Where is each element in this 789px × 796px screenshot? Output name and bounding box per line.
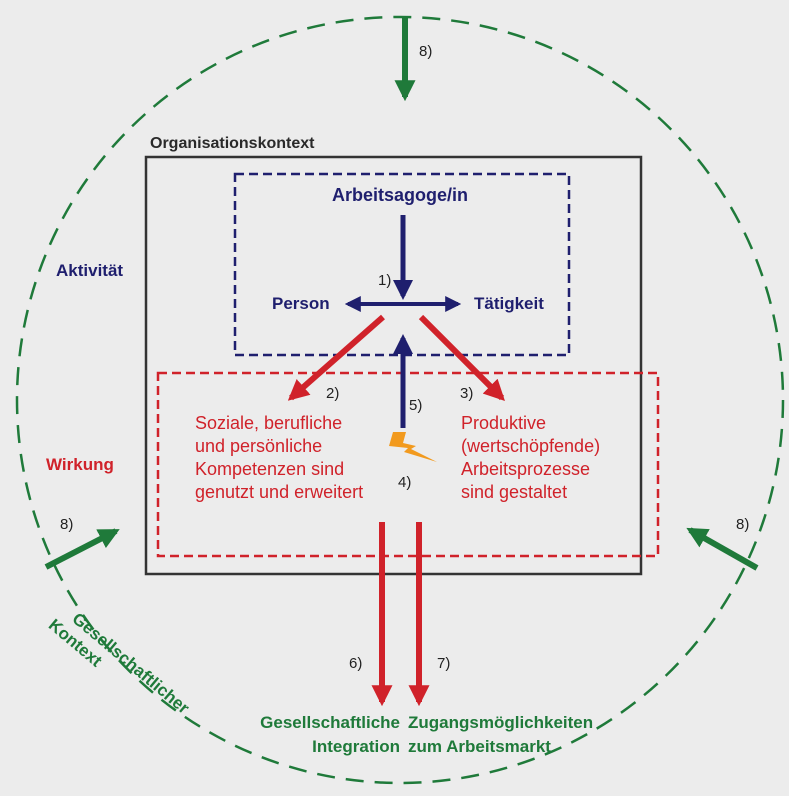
labour-market-line: zum Arbeitsmarkt <box>408 737 551 756</box>
wirkung-label: Wirkung <box>46 455 114 474</box>
effect-box <box>156 371 660 558</box>
arrow-8-left <box>44 528 120 570</box>
organisation-context-label: Organisationskontext <box>150 135 315 152</box>
label-8-top: 8) <box>419 43 433 60</box>
competences-outcome: Soziale, berufliche und persönliche Komp… <box>195 412 363 504</box>
workprocesses-line: sind gestaltet <box>461 482 568 502</box>
arrow-to-workprocesses <box>418 314 505 401</box>
lightning-icon <box>389 432 437 462</box>
label-6: 6) <box>349 655 363 672</box>
integration-label: Gesellschaftliche Integration <box>228 711 400 759</box>
workprocesses-line: Produktive <box>461 413 547 433</box>
labour-market-label: Zugangsmöglichkeiten zum Arbeitsmarkt <box>408 711 593 759</box>
activity-box <box>233 172 571 357</box>
label-8-right: 8) <box>736 516 750 533</box>
person-label: Person <box>272 294 330 313</box>
label-7: 7) <box>437 655 451 672</box>
integration-line: Integration <box>312 737 400 756</box>
label-4: 4) <box>398 474 412 491</box>
taetigkeit-label: Tätigkeit <box>474 294 544 313</box>
integration-line: Gesellschaftliche <box>260 713 400 732</box>
arrow-8-right <box>686 527 759 571</box>
competences-line: und persönliche <box>195 436 323 456</box>
label-2: 2) <box>326 385 340 402</box>
competences-line: Kompetenzen sind <box>195 459 345 479</box>
arrow-to-competences <box>287 314 385 401</box>
workprocesses-line: (wertschöpfende) <box>461 436 601 456</box>
arbeitsagoge-label: Arbeitsagoge/in <box>332 185 469 205</box>
aktivitaet-label: Aktivität <box>56 261 124 280</box>
society-context-circle <box>15 15 785 785</box>
label-8-left: 8) <box>60 516 74 533</box>
competences-line: genutzt und erweitert <box>195 482 364 502</box>
label-3: 3) <box>460 385 474 402</box>
label-1: 1) <box>378 272 392 289</box>
workprocesses-line: Arbeitsprozesse <box>461 459 591 479</box>
labour-market-line: Zugangsmöglichkeiten <box>408 713 594 732</box>
competences-line: Soziale, berufliche <box>195 413 343 433</box>
label-5: 5) <box>409 397 423 414</box>
workprocesses-outcome: Produktive (wertschöpfende) Arbeitsproze… <box>461 412 600 504</box>
organisation-frame <box>144 155 643 576</box>
